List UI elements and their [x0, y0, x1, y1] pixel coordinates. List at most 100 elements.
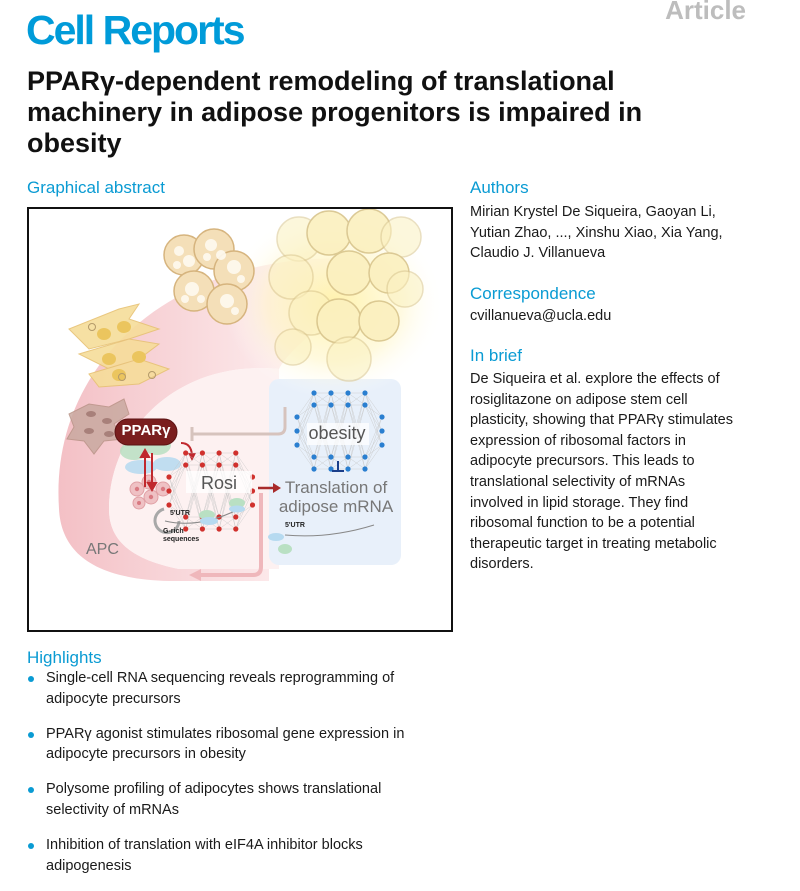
network-edge: [330, 456, 349, 470]
network-edge: [347, 456, 366, 470]
correspondence-email[interactable]: cvillanueva@ucla.edu: [470, 308, 612, 324]
network-edge: [296, 392, 315, 446]
network-node: [379, 442, 385, 448]
network-edge: [296, 416, 315, 458]
network-node: [166, 474, 172, 480]
network-node: [294, 428, 300, 434]
bidirectional-arrows-icon: [139, 447, 158, 493]
network-node: [216, 462, 222, 468]
network-node: [233, 526, 239, 532]
network-edge: [364, 404, 383, 446]
network-edge: [296, 404, 315, 418]
network-edge: [364, 392, 383, 432]
apc-label: APC: [86, 541, 119, 558]
network-edge: [185, 452, 203, 466]
network-node: [249, 502, 256, 508]
network-node: [294, 442, 300, 448]
network-node: [233, 462, 239, 468]
highlight-item: Polysome profiling of adipocytes shows t…: [27, 779, 447, 820]
network-node: [216, 526, 222, 532]
rosi-label: Rosi: [201, 473, 237, 493]
network-edge: [313, 456, 332, 470]
utr-label-right: 5'UTR: [285, 522, 305, 529]
network-edge: [296, 430, 315, 470]
bullet-icon: [28, 843, 34, 850]
network-edge: [364, 392, 383, 418]
pink-arc-background: [58, 258, 389, 581]
article-title: PPARγ-dependent remodeling of translatio…: [27, 66, 643, 158]
network-edge: [364, 430, 383, 458]
network-node: [345, 390, 351, 396]
network-edge: [364, 392, 383, 446]
network-node: [311, 390, 317, 396]
authors-heading: Authors: [470, 178, 529, 197]
ppar-label: PPARγ: [122, 422, 172, 439]
grich-label-line2: sequences: [163, 536, 199, 543]
network-node: [328, 402, 334, 408]
network-node: [183, 450, 189, 456]
network-node: [362, 402, 368, 408]
network-edge: [296, 444, 315, 470]
network-node: [199, 462, 205, 468]
network-edge: [218, 516, 236, 530]
network-node: [216, 450, 222, 456]
network-edge: [364, 404, 383, 432]
network-edge: [168, 452, 186, 492]
network-node: [362, 454, 368, 460]
network-node: [311, 466, 317, 472]
highlight-item: Inhibition of translation with eIF4A inh…: [27, 835, 447, 876]
network-edge: [168, 452, 186, 506]
authors-line: Claudio J. Villanueva: [470, 245, 606, 262]
obesity-network: obesity: [294, 390, 385, 472]
network-node: [294, 414, 300, 420]
network-edge: [296, 392, 315, 418]
preadipocytes: [68, 303, 171, 388]
network-node: [328, 454, 334, 460]
network-node: [199, 450, 205, 456]
network-edge: [296, 444, 315, 458]
grich-label-line1: G-rich: [163, 528, 184, 535]
feedback-arrow: [199, 493, 263, 577]
network-node: [233, 450, 239, 456]
journal-logo: Cell Reports: [26, 7, 245, 53]
arrow-head-icon: [188, 453, 196, 461]
in-brief-heading: In brief: [470, 346, 522, 365]
bullet-icon: [28, 676, 34, 682]
correspondence-heading: Correspondence: [470, 284, 596, 303]
network-edge: [168, 490, 186, 530]
network-node: [379, 428, 385, 434]
network-node: [199, 526, 205, 532]
network-edge: [364, 404, 383, 418]
network-edge: [168, 452, 186, 478]
network-node: [183, 462, 189, 468]
highlights-heading: Highlights: [27, 648, 102, 667]
network-edge: [168, 476, 186, 530]
translation-label-line1: Translation of: [285, 478, 388, 497]
network-node: [345, 466, 351, 472]
network-node: [311, 402, 317, 408]
network-edge: [235, 504, 253, 530]
cycle-arrow-icon: [153, 507, 181, 535]
network-edge: [168, 464, 186, 478]
graphical-abstract-heading: Graphical abstract: [27, 178, 165, 197]
network-node: [328, 390, 334, 396]
utr-label-left: 5'UTR: [170, 510, 190, 517]
translation-label-line2: adipose mRNA: [279, 497, 394, 516]
network-edge: [296, 404, 315, 432]
network-edge: [168, 476, 186, 518]
network-node: [345, 454, 351, 460]
network-edge: [168, 504, 186, 518]
network-node: [183, 526, 189, 532]
graphical-abstract-svg: PPARγ Rosi obesity: [58, 209, 444, 581]
obesity-inhibits-ppar-line: [192, 407, 287, 436]
network-node: [362, 466, 368, 472]
network-node: [362, 390, 368, 396]
network-edge: [296, 416, 315, 470]
article-type-label: Article: [665, 0, 746, 25]
network-edge: [330, 392, 349, 406]
network-edge: [168, 464, 186, 506]
graphical-abstract-figure: PPARγ Rosi obesity: [27, 207, 453, 632]
network-node: [183, 514, 189, 520]
network-node: [311, 454, 317, 460]
inhibition-bar-icon: [332, 461, 344, 472]
